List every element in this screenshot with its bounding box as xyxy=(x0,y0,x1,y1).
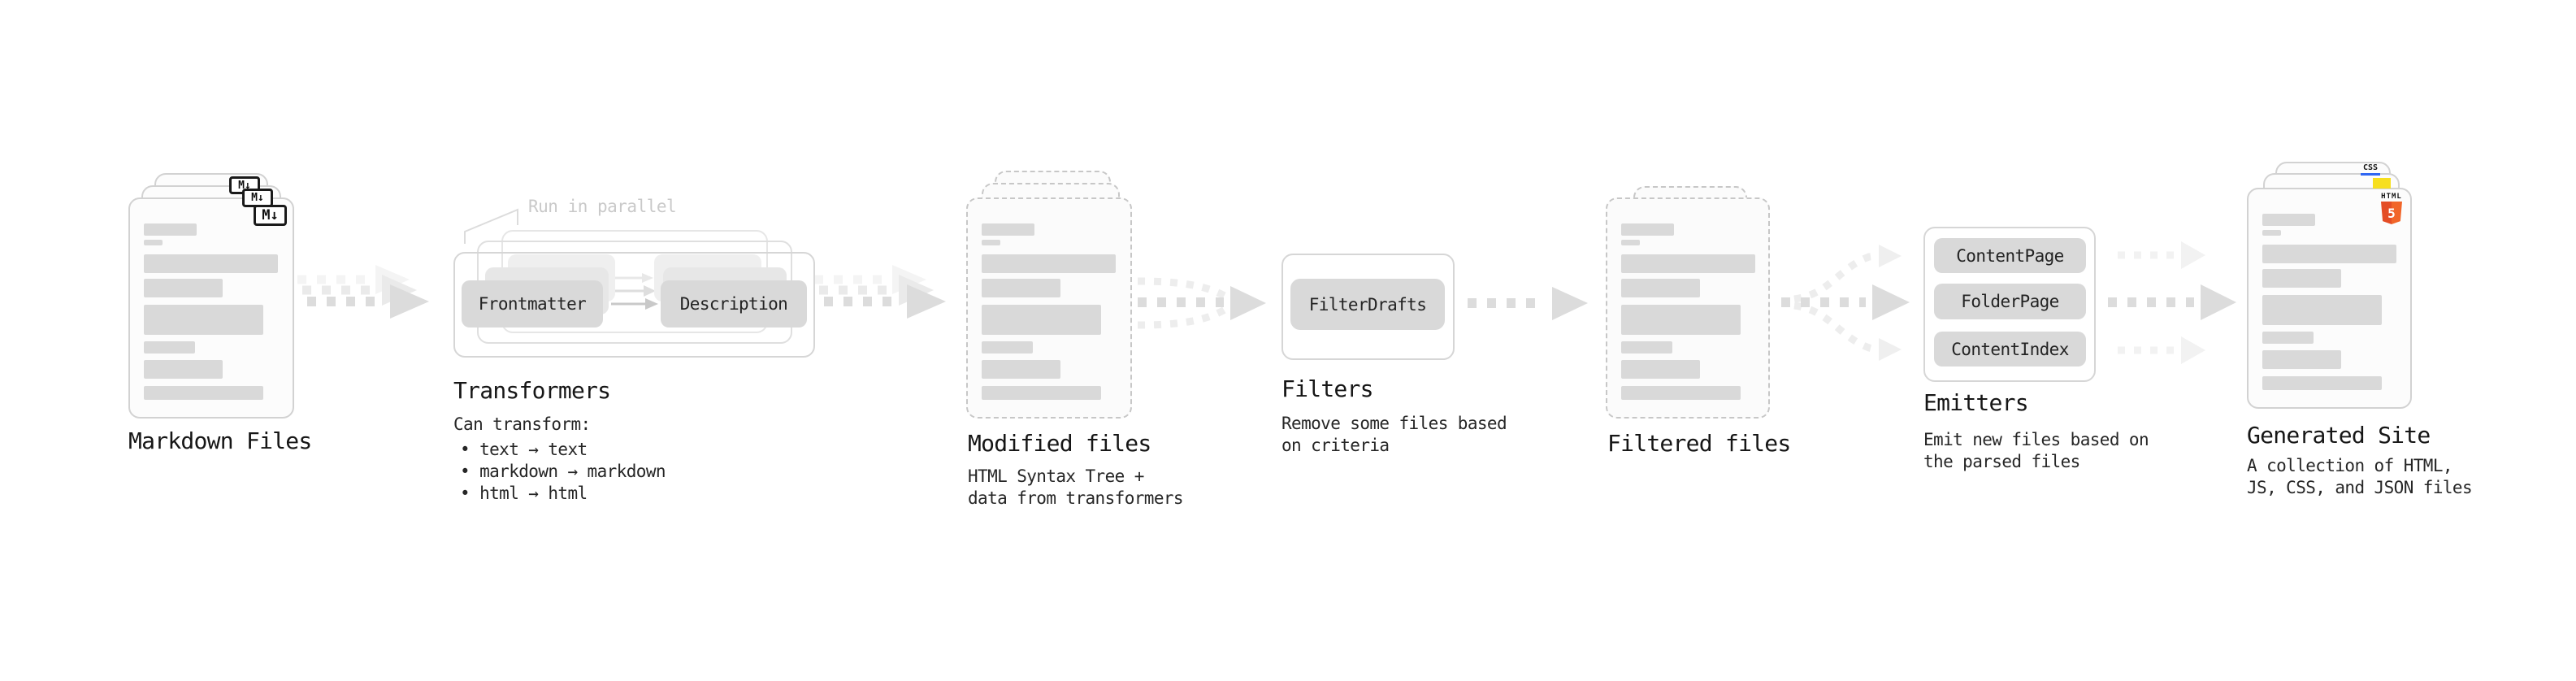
desc-line: HTML Syntax Tree + xyxy=(968,466,1144,486)
desc-line: Emit new files based on xyxy=(1923,430,2149,449)
run-in-parallel-note: Run in parallel xyxy=(528,197,677,216)
placeholder-bar xyxy=(1621,240,1640,245)
emitters-label: Emitters xyxy=(1923,389,2029,416)
html5-icon-number: 5 xyxy=(2387,205,2396,221)
markdown-files-label: Markdown Files xyxy=(128,427,312,454)
placeholder-bar xyxy=(1621,305,1741,335)
arrow-markdown-to-transformers-icon xyxy=(297,265,429,319)
placeholder-bar xyxy=(144,386,263,400)
arrow-transformers-to-modified-icon xyxy=(814,265,946,319)
placeholder-bar xyxy=(2262,269,2341,288)
placeholder-bar xyxy=(982,254,1116,273)
html5-icon-text: HTML xyxy=(2381,193,2402,201)
placeholder-bar xyxy=(2262,230,2281,236)
filterdrafts-pill: FilterDrafts xyxy=(1290,279,1445,330)
placeholder-bar xyxy=(144,254,278,273)
filtered-files-label: Filtered files xyxy=(1607,430,1791,457)
placeholder-bar xyxy=(144,360,223,379)
placeholder-bar xyxy=(982,305,1101,335)
arrow-emitters-to-generated-icon xyxy=(2108,241,2236,364)
transformers-label: Transformers xyxy=(453,377,611,404)
desc-line: the parsed files xyxy=(1923,452,2080,471)
frontmatter-pill: Frontmatter xyxy=(462,280,603,327)
emitters-desc: Emit new files based on the parsed files xyxy=(1923,429,2149,473)
desc-line: JS, CSS, and JSON files xyxy=(2247,478,2473,497)
arrow-filters-to-filtered-icon xyxy=(1468,287,1588,320)
placeholder-bar xyxy=(1621,223,1674,236)
placeholder-bar xyxy=(982,279,1060,297)
placeholder-bar xyxy=(2262,245,2396,263)
arrow-modified-to-filters-icon xyxy=(1137,277,1266,329)
markdown-file-card-front xyxy=(128,197,294,419)
modified-file-card-front xyxy=(966,197,1132,419)
placeholder-bar xyxy=(144,279,223,297)
javascript-icon xyxy=(2373,178,2391,189)
placeholder-bar xyxy=(982,341,1033,354)
placeholder-bar xyxy=(1621,254,1755,273)
css-icon-underline xyxy=(2361,173,2380,176)
markdown-icon: M↓ xyxy=(242,189,273,207)
placeholder-text-bars xyxy=(982,223,1116,400)
filters-frame xyxy=(1281,254,1455,360)
generated-site-label: Generated Site xyxy=(2247,422,2431,449)
placeholder-bar xyxy=(2262,376,2382,390)
placeholder-bar xyxy=(1621,386,1741,400)
placeholder-text-bars xyxy=(1621,223,1755,400)
placeholder-bar xyxy=(144,305,263,335)
folderpage-pill: FolderPage xyxy=(1934,284,2086,319)
placeholder-bar xyxy=(982,360,1060,379)
html5-icon-shield: 5 xyxy=(2381,202,2402,224)
placeholder-bar xyxy=(2262,332,2314,344)
bullet-item: • text → text xyxy=(460,440,588,459)
placeholder-bar xyxy=(1621,279,1700,297)
placeholder-bar xyxy=(2262,350,2341,369)
desc-line: data from transformers xyxy=(968,488,1184,508)
filters-desc: Remove some files based on criteria xyxy=(1281,413,1507,457)
filtered-file-card-front xyxy=(1606,197,1770,419)
html5-icon: HTML 5 xyxy=(2379,193,2404,224)
contentpage-pill: ContentPage xyxy=(1934,238,2086,273)
emitters-frame xyxy=(1923,227,2096,382)
css-icon-text: CSS xyxy=(2362,163,2379,172)
placeholder-bar xyxy=(2262,214,2315,226)
transformer-layer-arrows-icon xyxy=(611,273,658,310)
modified-files-desc: HTML Syntax Tree + data from transformer… xyxy=(968,466,1184,510)
desc-line: Remove some files based xyxy=(1281,414,1507,433)
bullet-item: • markdown → markdown xyxy=(460,462,666,481)
contentindex-pill: ContentIndex xyxy=(1934,332,2086,367)
filters-label: Filters xyxy=(1281,375,1374,402)
placeholder-bar xyxy=(144,223,197,236)
placeholder-bar xyxy=(982,223,1034,236)
bullet-item: • html → html xyxy=(460,484,588,503)
transformers-bullet-list: • text → text • markdown → markdown • ht… xyxy=(460,439,666,505)
placeholder-bar xyxy=(144,240,163,245)
placeholder-bar xyxy=(1621,341,1672,354)
desc-line: on criteria xyxy=(1281,436,1390,455)
run-in-parallel-leader-line xyxy=(464,208,518,244)
modified-files-label: Modified files xyxy=(968,430,1151,457)
placeholder-bar xyxy=(982,386,1101,400)
css-icon: CSS xyxy=(2359,164,2382,176)
arrow-filtered-to-emitters-icon xyxy=(1781,245,1910,361)
generated-file-card-front xyxy=(2247,188,2412,409)
transformer-layer-front xyxy=(453,252,815,358)
placeholder-bar xyxy=(2262,295,2382,325)
placeholder-bar xyxy=(144,341,195,354)
placeholder-bar xyxy=(1621,360,1700,379)
placeholder-text-bars xyxy=(144,223,278,400)
desc-line: A collection of HTML, xyxy=(2247,456,2453,475)
description-pill: Description xyxy=(661,280,807,327)
transformers-desc-title: Can transform: xyxy=(453,414,591,434)
placeholder-bar xyxy=(982,240,1000,245)
placeholder-text-bars xyxy=(2262,214,2396,390)
generated-site-desc: A collection of HTML, JS, CSS, and JSON … xyxy=(2247,455,2473,499)
markdown-icon: M↓ xyxy=(254,205,287,226)
